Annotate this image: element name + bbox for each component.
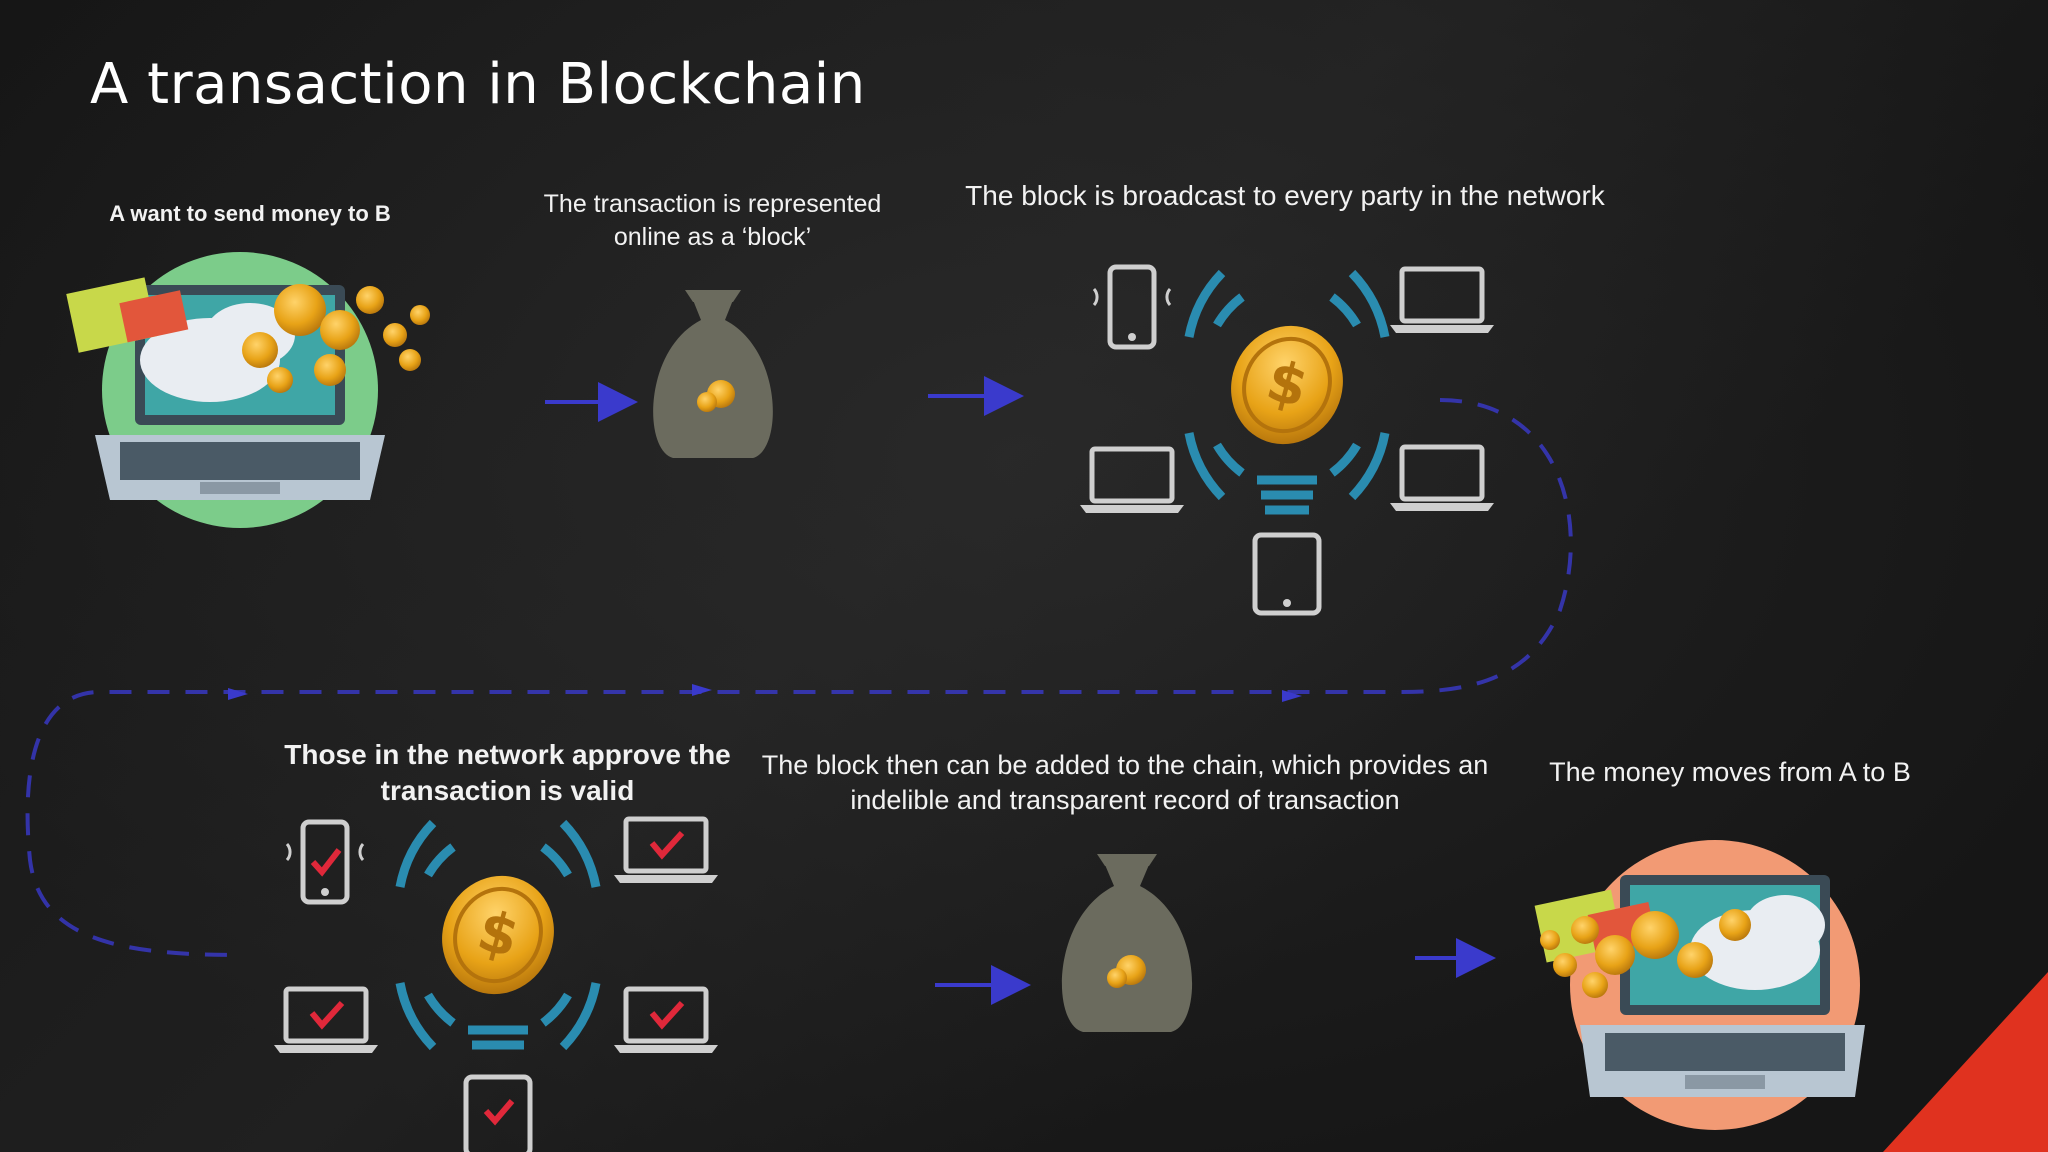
slide-title: A transaction in Blockchain xyxy=(90,52,866,117)
coin-icon: $ xyxy=(1231,325,1343,445)
step-5-caption: The block then can be added to the chain… xyxy=(761,750,1489,816)
laptop-check-icon xyxy=(614,989,718,1053)
signal-waves xyxy=(1184,269,1390,515)
broadcast-network: $ xyxy=(1080,264,1494,616)
step-1-caption: A want to send money to B xyxy=(109,201,391,226)
step-4-caption: Those in the network approve the transac… xyxy=(284,739,731,807)
laptop-icon xyxy=(1080,449,1184,513)
money-bag-icon xyxy=(653,290,773,458)
phone-check-icon xyxy=(285,819,365,905)
signal-waves xyxy=(395,819,601,1051)
laptop-check-icon xyxy=(274,989,378,1053)
money-bag-icon xyxy=(1061,854,1193,1032)
step-3-caption: The block is broadcast to every party in… xyxy=(965,180,1605,211)
tablet-icon xyxy=(1252,532,1322,616)
coin-icon: $ xyxy=(442,875,554,995)
laptop-icon xyxy=(1390,269,1494,333)
laptop-icon xyxy=(1390,447,1494,511)
corner-accent xyxy=(1883,972,2048,1152)
tablet-check-icon xyxy=(463,1074,533,1152)
sender-laptop-icon xyxy=(66,252,430,528)
laptop-check-icon xyxy=(614,819,718,883)
approval-network: $ xyxy=(274,819,718,1152)
flow-connector-path xyxy=(25,398,1573,957)
step-6-caption: The money moves from A to B xyxy=(1549,757,1911,787)
receiver-laptop-icon xyxy=(1534,840,1865,1130)
phone-icon xyxy=(1092,264,1172,350)
step-2-caption: The transaction is represented online as… xyxy=(543,190,882,251)
